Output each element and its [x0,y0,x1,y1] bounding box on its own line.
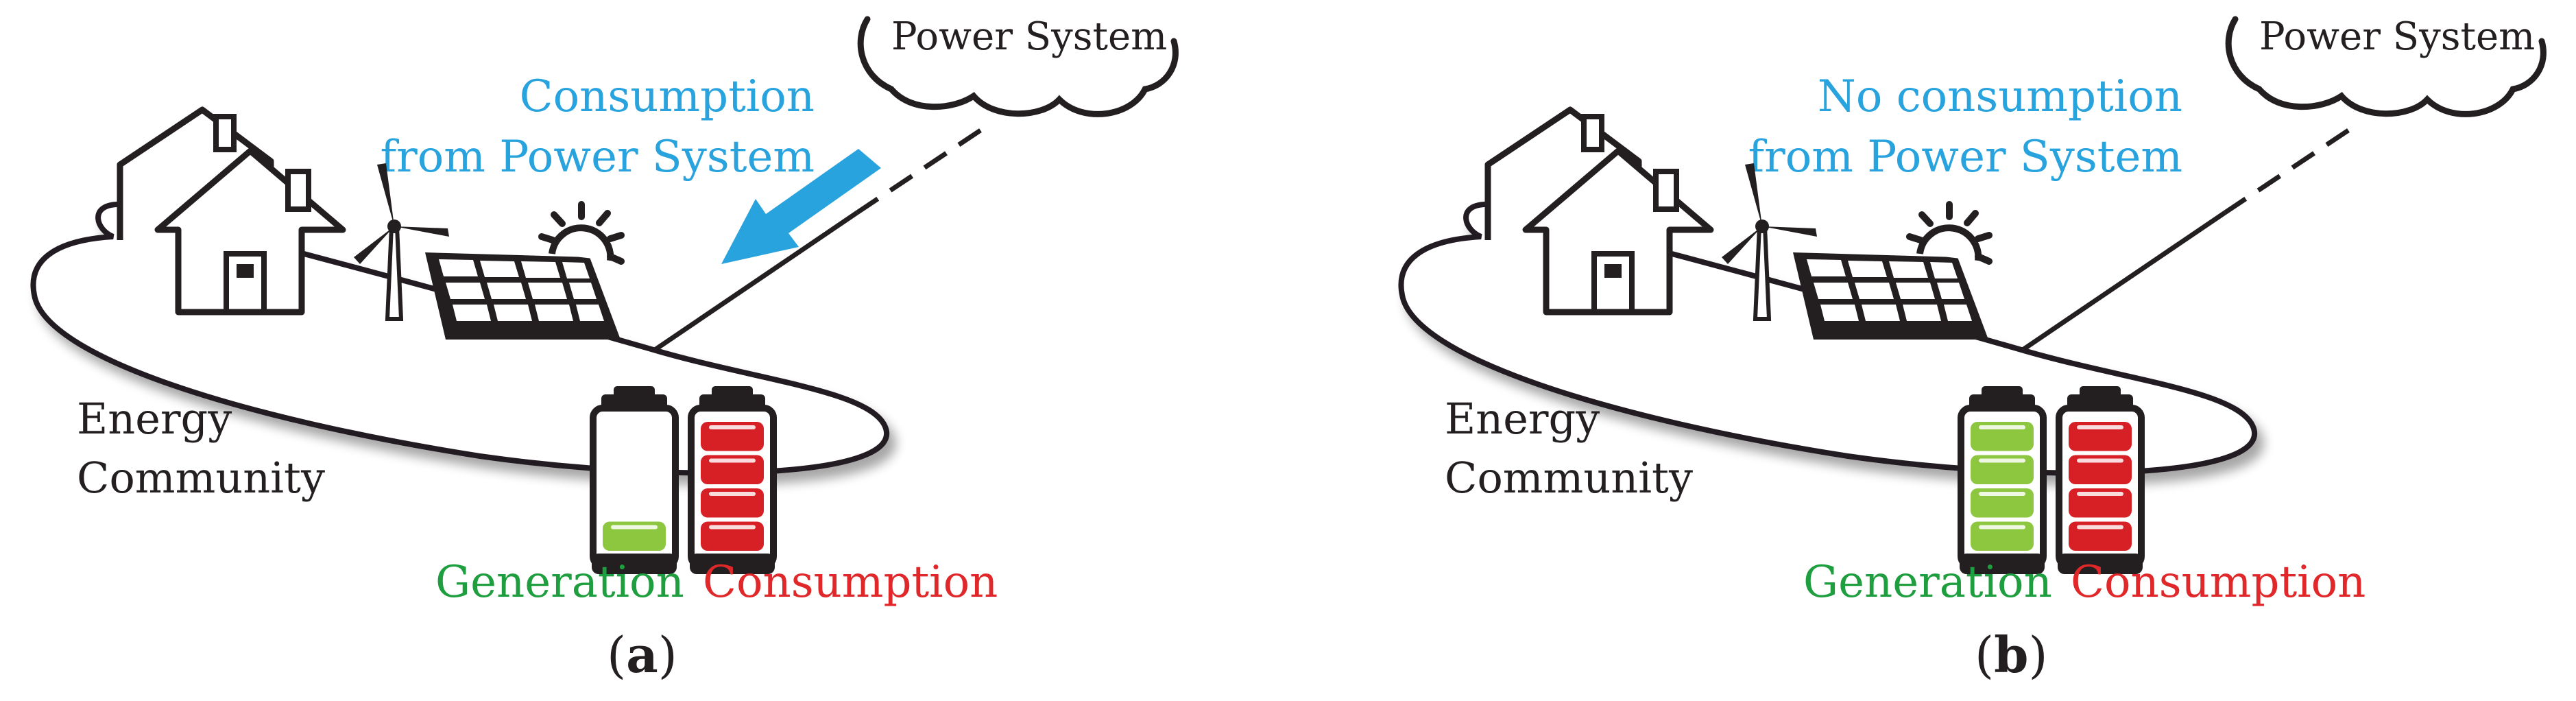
house-icon-front [1522,147,1714,316]
generation-battery [1960,386,2045,574]
house-icon-front [154,147,346,316]
generation-label: Generation [1803,557,2052,608]
battery-cell-highlight [1979,492,2025,496]
community-label-line2: Community [77,453,325,503]
grid-connection-line-solid [653,211,858,352]
battery-cell-highlight [1979,525,2025,530]
battery-cell-highlight [611,525,658,530]
consumption-battery-fill [2069,422,2132,551]
power-system-cloud [857,16,1179,117]
consumption-battery [2058,386,2143,574]
generation-battery [592,386,677,574]
power-system-cloud [2225,16,2547,117]
flow-label-line2: from Power System [380,132,815,182]
generation-battery-fill [1971,422,2034,551]
generation-battery-fill [603,521,666,551]
battery-cell-highlight [2077,425,2123,429]
generation-label: Generation [435,557,684,608]
consumption-battery [690,386,775,574]
wind-turbine-icon [354,163,449,321]
power-system-label: Power System [2259,14,2535,59]
battery-cell-highlight [709,492,756,496]
grid-connection-line-solid [2021,211,2226,352]
power-system-label: Power System [891,14,1167,59]
sun-icon [538,201,625,265]
solar-panel-icon [1793,252,1988,340]
flow-label-line1: Consumption [520,71,815,122]
grid-connection-line-dashed [856,128,982,215]
battery-cell-highlight [2077,458,2123,463]
consumption-label: Consumption [703,557,998,608]
battery-cell-highlight [2077,492,2123,496]
battery-cell-highlight [709,458,756,463]
battery-cell-highlight [709,425,756,429]
battery-cell-highlight [2077,525,2123,530]
community-label-line1: Energy [77,394,232,444]
sun-icon [1906,201,1993,265]
flow-label-line2: from Power System [1748,132,2182,182]
community-label-line2: Community [1445,453,1693,503]
panel-caption: (b) [1975,626,2048,684]
flow-label-line1: No consumption [1818,71,2182,122]
solar-panel-icon [425,252,621,340]
battery-cell-highlight [1979,458,2025,463]
consumption-label: Consumption [2071,557,2366,608]
battery-cell-highlight [709,525,756,530]
consumption-battery-fill [701,422,764,551]
panel-caption: (a) [607,626,677,684]
grid-connection-line-dashed [2224,128,2350,215]
battery-cell-highlight [1979,425,2025,429]
arrow-icon [721,149,881,264]
community-label-line1: Energy [1445,394,1600,444]
wind-turbine-icon [1722,163,1817,321]
panel-b: Power System No consumption from Power S… [1398,14,2547,684]
panel-a: Power System Consumption from Power Syst… [30,14,1179,684]
